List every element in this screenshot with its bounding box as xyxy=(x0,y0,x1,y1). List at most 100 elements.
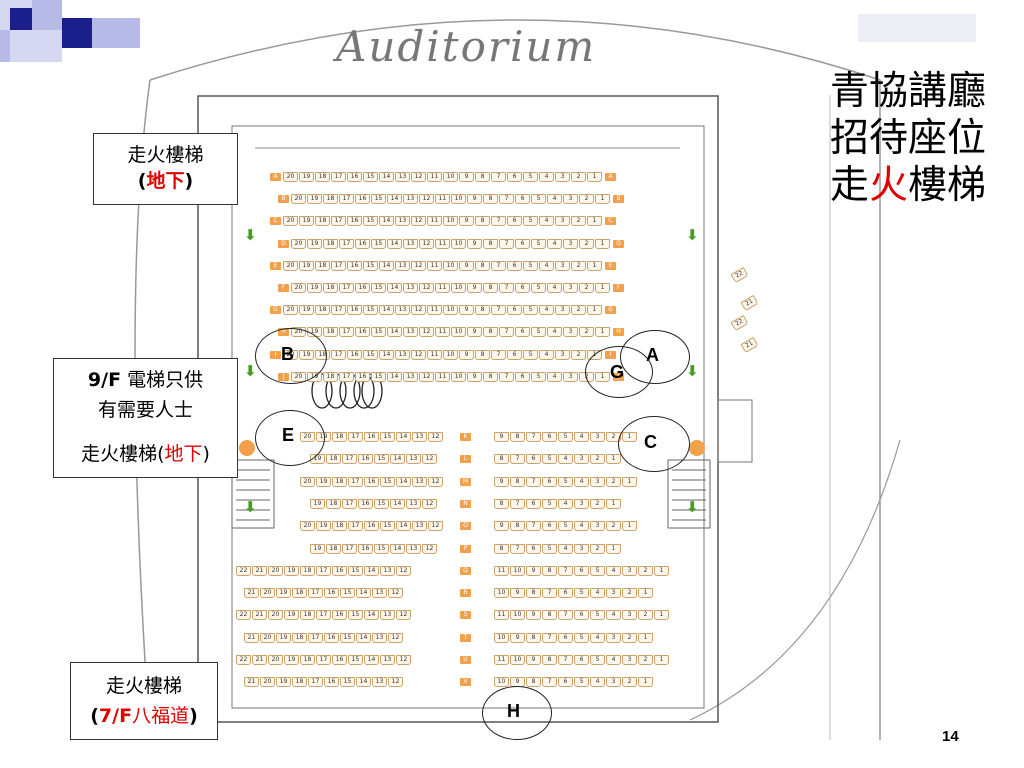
seat[interactable]: 17 xyxy=(308,677,323,688)
seat[interactable]: 5 xyxy=(531,371,546,382)
seat[interactable]: 6 xyxy=(542,521,557,532)
seat[interactable]: 6 xyxy=(526,498,541,509)
seat[interactable]: 17 xyxy=(331,349,346,360)
seat[interactable]: 3 xyxy=(563,371,578,382)
seat[interactable]: 4 xyxy=(547,371,562,382)
seat[interactable]: 20 xyxy=(283,216,298,227)
seat[interactable]: 9 xyxy=(459,172,474,182)
seat[interactable]: 11 xyxy=(435,238,450,249)
seat[interactable]: 5 xyxy=(590,655,605,665)
seat[interactable]: 4 xyxy=(590,588,605,599)
seat[interactable]: 2 xyxy=(638,565,653,576)
seat[interactable]: 3 xyxy=(563,283,578,293)
seat[interactable]: 5 xyxy=(523,305,538,316)
seat[interactable]: 4 xyxy=(590,632,605,643)
seat[interactable]: 19 xyxy=(276,588,291,599)
seat[interactable]: 11 xyxy=(435,283,450,293)
seat[interactable]: 12 xyxy=(428,476,443,487)
seat[interactable]: 4 xyxy=(539,216,554,227)
seat[interactable]: 14 xyxy=(379,172,394,182)
seat[interactable]: 4 xyxy=(606,610,621,621)
seat[interactable]: 19 xyxy=(307,194,322,205)
seat[interactable]: 2 xyxy=(638,655,653,665)
seat[interactable]: 14 xyxy=(387,371,402,382)
seat[interactable]: 2 xyxy=(606,476,621,487)
seat[interactable]: 15 xyxy=(371,327,386,338)
seat[interactable]: 5 xyxy=(531,238,546,249)
seat[interactable]: 12 xyxy=(419,283,434,293)
seat[interactable]: 7 xyxy=(558,610,573,621)
seat[interactable]: 18 xyxy=(315,172,330,182)
seat[interactable]: 5 xyxy=(531,327,546,338)
seat[interactable]: 12 xyxy=(419,238,434,249)
seat[interactable]: 5 xyxy=(523,260,538,271)
seat[interactable]: 2 xyxy=(590,454,605,465)
seat[interactable]: 10 xyxy=(510,610,525,621)
seat[interactable]: 18 xyxy=(326,498,341,509)
seat[interactable]: 12 xyxy=(411,216,426,227)
seat[interactable]: 5 xyxy=(531,194,546,205)
seat[interactable]: 2 xyxy=(638,610,653,621)
seat[interactable]: 15 xyxy=(340,632,355,643)
seat[interactable]: 6 xyxy=(558,588,573,599)
seat[interactable]: 15 xyxy=(363,260,378,271)
seat[interactable]: 15 xyxy=(374,454,389,465)
seat[interactable]: 12 xyxy=(396,565,411,576)
seat[interactable]: 3 xyxy=(622,655,637,665)
seat[interactable]: 15 xyxy=(371,238,386,249)
seat[interactable]: 4 xyxy=(547,283,562,293)
seat[interactable]: 11 xyxy=(494,655,509,665)
seat[interactable]: 1 xyxy=(595,283,610,293)
seat[interactable]: 18 xyxy=(315,260,330,271)
seat[interactable]: 12 xyxy=(419,371,434,382)
seat[interactable]: 14 xyxy=(356,588,371,599)
seat[interactable]: 7 xyxy=(499,238,514,249)
seat[interactable]: 11 xyxy=(435,194,450,205)
seat[interactable]: 15 xyxy=(348,565,363,576)
seat[interactable]: 6 xyxy=(558,632,573,643)
seat[interactable]: 13 xyxy=(380,610,395,621)
seat[interactable]: 14 xyxy=(364,565,379,576)
seat[interactable]: 2 xyxy=(579,327,594,338)
seat[interactable]: 16 xyxy=(324,588,339,599)
seat[interactable]: 19 xyxy=(284,565,299,576)
seat[interactable]: 11 xyxy=(494,565,509,576)
seat[interactable]: 17 xyxy=(316,655,331,665)
seat[interactable]: 12 xyxy=(422,454,437,465)
seat[interactable]: 7 xyxy=(526,476,541,487)
seat[interactable]: 7 xyxy=(491,349,506,360)
seat[interactable]: 16 xyxy=(358,543,373,554)
seat[interactable]: 15 xyxy=(340,677,355,688)
seat[interactable]: 4 xyxy=(547,238,562,249)
seat[interactable]: 19 xyxy=(310,543,325,554)
seat[interactable]: 9 xyxy=(459,305,474,316)
seat[interactable]: 11 xyxy=(427,216,442,227)
seat[interactable]: 7 xyxy=(542,677,557,688)
seat[interactable]: 15 xyxy=(371,194,386,205)
seat[interactable]: 20 xyxy=(283,305,298,316)
seat[interactable]: 21 xyxy=(252,565,267,576)
seat[interactable]: 10 xyxy=(443,172,458,182)
seat[interactable]: 20 xyxy=(268,655,283,665)
seat[interactable]: 5 xyxy=(523,349,538,360)
seat[interactable]: 9 xyxy=(494,521,509,532)
seat[interactable]: 1 xyxy=(595,194,610,205)
seat[interactable]: 20 xyxy=(300,476,315,487)
seat[interactable]: 14 xyxy=(379,260,394,271)
seat[interactable]: 15 xyxy=(348,610,363,621)
seat[interactable]: 16 xyxy=(364,521,379,532)
seat[interactable]: 2 xyxy=(579,238,594,249)
seat[interactable]: 7 xyxy=(558,565,573,576)
seat[interactable]: 2 xyxy=(622,632,637,643)
seat[interactable]: 6 xyxy=(515,327,530,338)
seat[interactable]: 3 xyxy=(563,238,578,249)
seat[interactable]: 10 xyxy=(510,565,525,576)
seat[interactable]: 8 xyxy=(494,454,509,465)
seat[interactable]: 13 xyxy=(403,194,418,205)
seat[interactable]: 7 xyxy=(499,283,514,293)
seat[interactable]: 10 xyxy=(451,238,466,249)
seat[interactable]: 2 xyxy=(571,260,586,271)
seat[interactable]: 10 xyxy=(443,260,458,271)
seat[interactable]: 8 xyxy=(483,194,498,205)
seat[interactable]: 12 xyxy=(411,260,426,271)
